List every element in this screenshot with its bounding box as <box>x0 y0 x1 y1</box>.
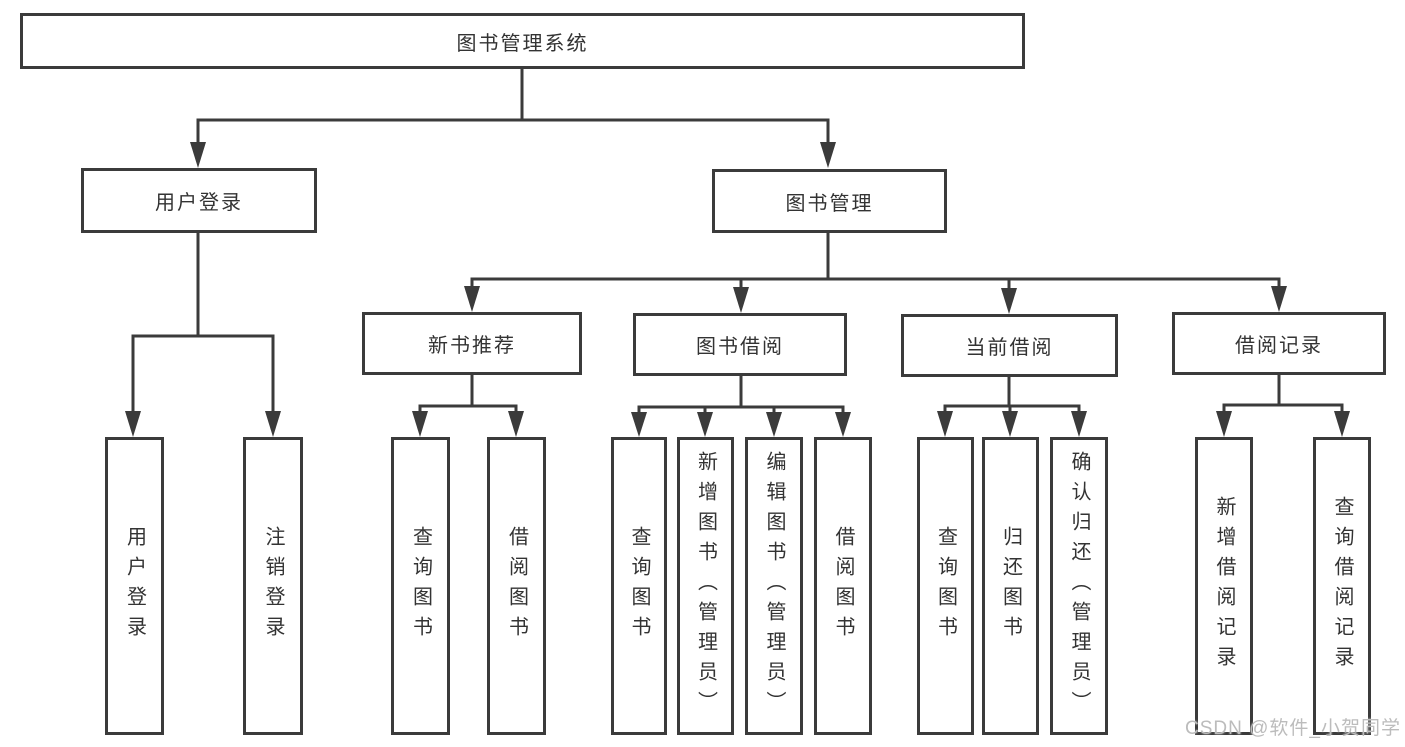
node-label: 注销登录 <box>262 526 284 646</box>
node-label: 新增图书（管理员） <box>694 451 717 721</box>
node-book-borrow: 图书借阅 <box>633 313 847 376</box>
node-label: 图书借阅 <box>696 336 784 358</box>
node-user-login-action: 用户登录 <box>105 437 164 735</box>
node-new-book-recommend: 新书推荐 <box>362 312 582 375</box>
node-return-books: 归还图书 <box>982 437 1039 735</box>
node-label: 查询图书 <box>934 526 957 646</box>
node-label: 编辑图书（管理员） <box>763 451 785 721</box>
node-edit-books-admin: 编辑图书（管理员） <box>745 437 803 735</box>
node-library-management-system: 图书管理系统 <box>20 13 1025 69</box>
node-current-borrow: 当前借阅 <box>901 314 1118 377</box>
node-label: 用户登录 <box>155 192 243 214</box>
node-query-books-3: 查询图书 <box>917 437 974 735</box>
node-label: 查询图书 <box>409 526 432 646</box>
csdn-watermark: CSDN @软件_小贺同学 <box>1185 718 1401 739</box>
node-logout: 注销登录 <box>243 437 303 735</box>
node-query-books-2: 查询图书 <box>611 437 667 735</box>
node-borrow-record: 借阅记录 <box>1172 312 1386 375</box>
node-label: 查询图书 <box>628 526 650 646</box>
node-label: 查询借阅记录 <box>1331 496 1353 676</box>
node-add-books-admin: 新增图书（管理员） <box>677 437 734 735</box>
node-label: 新书推荐 <box>428 335 516 357</box>
node-label: 图书管理系统 <box>456 32 589 55</box>
node-label: 借阅图书 <box>505 526 528 646</box>
node-label: 借阅图书 <box>832 526 854 646</box>
node-label: 图书管理 <box>785 192 874 215</box>
node-label: 借阅记录 <box>1235 335 1323 357</box>
node-query-books-1: 查询图书 <box>391 437 450 735</box>
node-label: 当前借阅 <box>965 337 1054 359</box>
node-borrow-books-2: 借阅图书 <box>814 437 872 735</box>
node-user-login: 用户登录 <box>81 168 317 233</box>
node-label: 归还图书 <box>999 526 1022 646</box>
node-query-borrow-record: 查询借阅记录 <box>1313 437 1371 735</box>
node-label: 用户登录 <box>123 526 146 646</box>
node-label: 新增借阅记录 <box>1213 496 1235 676</box>
node-add-borrow-record: 新增借阅记录 <box>1195 437 1253 735</box>
node-book-management: 图书管理 <box>712 169 947 233</box>
node-borrow-books-1: 借阅图书 <box>487 437 546 735</box>
node-confirm-return-admin: 确认归还（管理员） <box>1050 437 1108 735</box>
node-label: 确认归还（管理员） <box>1068 451 1090 721</box>
